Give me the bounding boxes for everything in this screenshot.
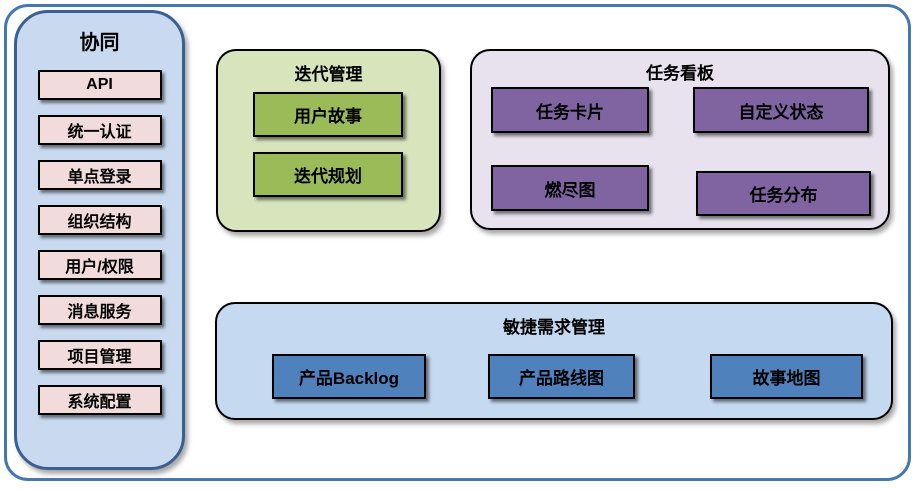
- task-board-item: 燃尽图: [491, 165, 649, 211]
- collaboration-item: 统一认证: [37, 115, 162, 145]
- collaboration-item: 单点登录: [37, 160, 162, 190]
- task-board-item: 任务卡片: [491, 87, 649, 133]
- agile-requirements-panel: 敏捷需求管理 产品Backlog 产品路线图 故事地图: [215, 302, 893, 420]
- collaboration-item: API: [37, 70, 162, 100]
- collaboration-item: 组织结构: [37, 205, 162, 235]
- agile-requirements-title: 敏捷需求管理: [503, 318, 605, 337]
- collaboration-item: 消息服务: [37, 295, 162, 325]
- agile-requirements-item: 产品路线图: [488, 354, 635, 399]
- collaboration-item-list: API 统一认证单点登录组织结构用户/权限消息服务项目管理系统配置: [37, 70, 162, 415]
- iteration-management-title: 迭代管理: [294, 65, 363, 84]
- iteration-item: 用户故事: [253, 92, 403, 137]
- collaboration-panel: 协同 API 统一认证单点登录组织结构用户/权限消息服务项目管理系统配置: [14, 10, 185, 470]
- collaboration-panel-title: 协同: [79, 32, 120, 54]
- iteration-item: 迭代规划: [253, 152, 403, 197]
- collaboration-item: 项目管理: [37, 340, 162, 370]
- task-board-panel: 任务看板 任务卡片自定义状态燃尽图 任务分布: [470, 49, 890, 230]
- agile-requirements-item: 产品Backlog: [272, 354, 426, 399]
- collaboration-item: 用户/权限: [37, 250, 162, 280]
- iteration-management-panel: 迭代管理 用户故事迭代规划: [216, 49, 441, 232]
- task-board-item: 自定义状态: [693, 87, 869, 133]
- collaboration-item: 系统配置: [37, 385, 162, 415]
- agile-requirements-item: 故事地图: [710, 354, 863, 399]
- task-board-item: 任务分布: [696, 171, 871, 216]
- task-board-title: 任务看板: [646, 64, 714, 83]
